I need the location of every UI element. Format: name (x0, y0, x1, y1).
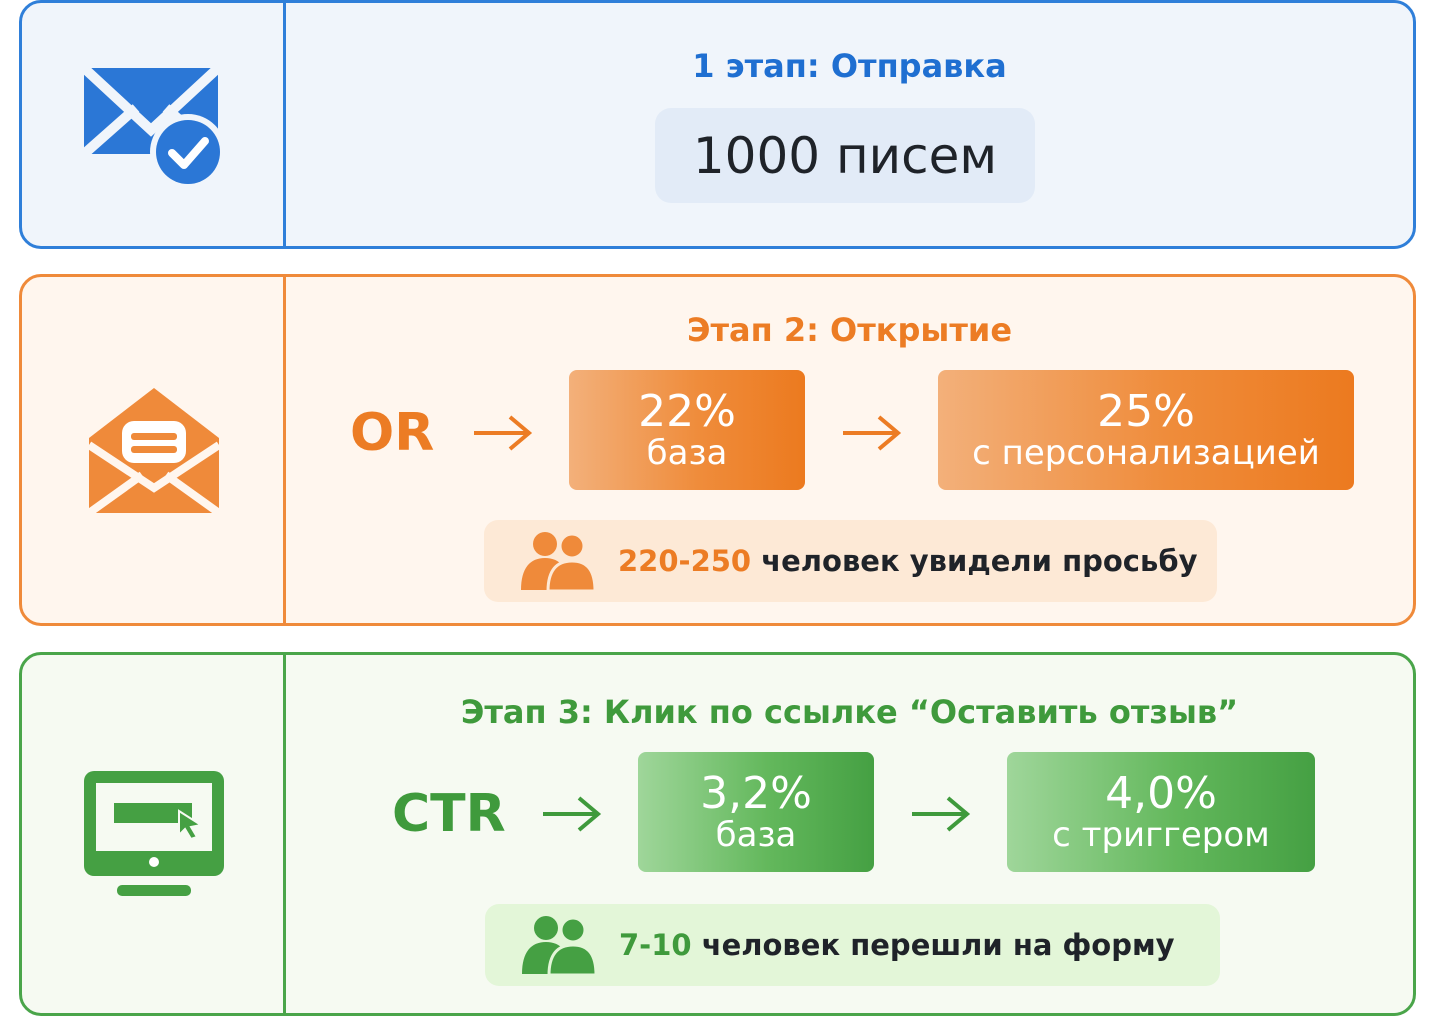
stage-1-title: 1 этап: Отправка (692, 47, 1007, 85)
envelope-check-icon (80, 63, 226, 190)
emails-count: 1000 писем (655, 108, 1035, 203)
stage-2-title: Этап 2: Открытие (686, 311, 1013, 349)
stage-2-result-note: 220-250 человек увидели просьбу (484, 520, 1217, 602)
stage-3-icon-column (22, 655, 285, 1013)
or-metric-label: OR (350, 403, 435, 463)
or-base-box: 22% база (569, 370, 805, 490)
stage-2-divider (283, 277, 286, 623)
stage-2-result-text: 220-250 человек увидели просьбу (618, 544, 1197, 578)
ctr-trigger-label: с триггером (1052, 815, 1270, 856)
viewers-count: 220-250 (618, 544, 752, 578)
ctr-metric-label: CTR (392, 784, 506, 844)
monitor-click-icon (83, 770, 224, 896)
stage-3-card: Этап 3: Клик по ссылке “Оставить отзыв” … (19, 652, 1416, 1016)
viewers-caption: человек увидели просьбу (761, 544, 1198, 578)
or-personalized-label: с персонализацией (972, 433, 1320, 474)
stage-3-content: Этап 3: Клик по ссылке “Оставить отзыв” … (286, 655, 1413, 1013)
ctr-base-box: 3,2% база (638, 752, 874, 872)
people-icon (521, 532, 596, 592)
ctr-base-label: база (715, 815, 797, 856)
ctr-trigger-box: 4,0% с триггером (1007, 752, 1315, 872)
stage-1-icon-column (22, 3, 285, 246)
stage-3-title: Этап 3: Клик по ссылке “Оставить отзыв” (460, 693, 1239, 731)
or-personalized-box: 25% с персонализацией (938, 370, 1354, 490)
arrow-right-icon (912, 796, 971, 832)
stage-3-result-note: 7-10 человек перешли на форму (485, 904, 1220, 986)
stage-3-divider (283, 655, 286, 1013)
stage-1-divider (283, 3, 286, 246)
or-base-value: 22% (638, 385, 736, 437)
clickers-caption: человек перешли на форму (701, 928, 1175, 962)
stage-1-content: 1 этап: Отправка 1000 писем (286, 3, 1413, 246)
stage-3-result-text: 7-10 человек перешли на форму (619, 928, 1175, 962)
ctr-base-value: 3,2% (700, 767, 812, 819)
stage-1-card: 1 этап: Отправка 1000 писем (19, 0, 1416, 249)
ctr-trigger-value: 4,0% (1105, 767, 1217, 819)
arrow-right-icon (543, 796, 602, 832)
or-base-label: база (646, 433, 728, 474)
clickers-count: 7-10 (619, 928, 692, 962)
or-personalized-value: 25% (1097, 385, 1195, 437)
arrow-right-icon (843, 415, 902, 451)
stage-2-card: Этап 2: Открытие OR 22% база 25% с персо… (19, 274, 1416, 626)
open-envelope-icon (86, 387, 221, 516)
people-icon (522, 916, 597, 976)
stage-2-icon-column (22, 277, 285, 623)
arrow-right-icon (474, 415, 533, 451)
stage-2-content: Этап 2: Открытие OR 22% база 25% с персо… (286, 277, 1413, 623)
